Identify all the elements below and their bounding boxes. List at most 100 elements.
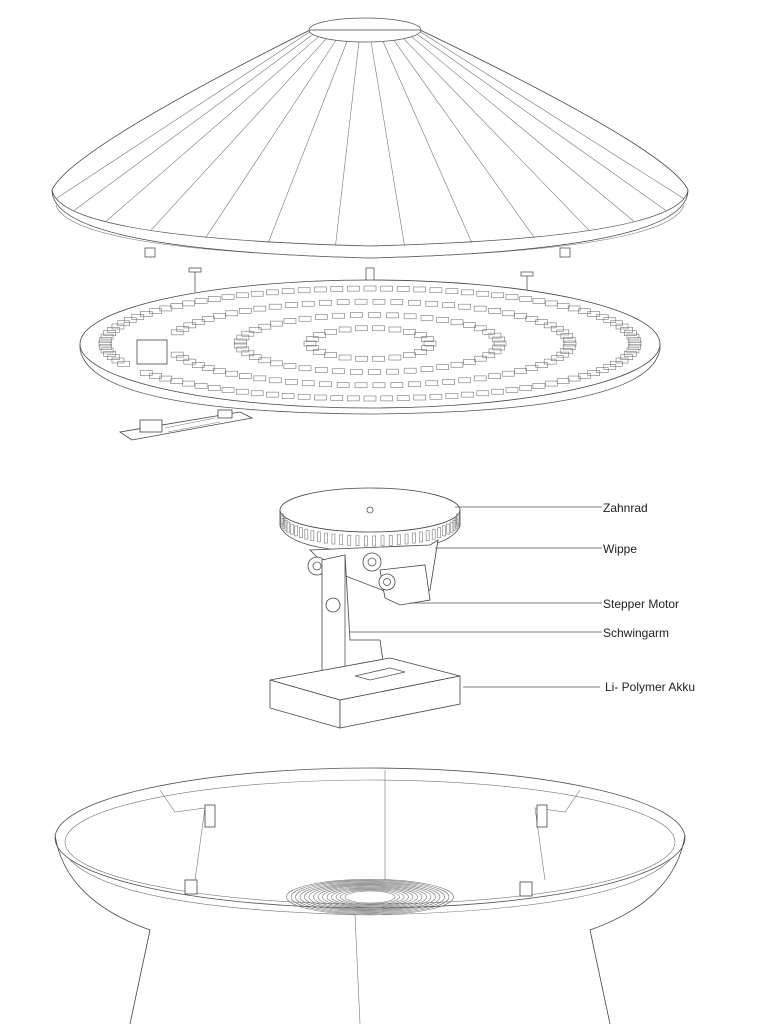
- gear-tooth: [446, 523, 451, 535]
- led-component: [403, 313, 417, 320]
- led-component: [615, 357, 629, 364]
- led-component: [420, 314, 434, 321]
- gear-tooth: [317, 531, 321, 543]
- shade-rib: [393, 40, 535, 239]
- led-component: [491, 292, 504, 299]
- led-component: [587, 370, 601, 376]
- led-component: [330, 286, 344, 292]
- led-component: [535, 319, 548, 325]
- led-component: [253, 305, 267, 312]
- gear-tooth: [431, 528, 436, 540]
- led-component: [368, 369, 381, 375]
- led-component: [624, 351, 637, 357]
- led-component: [442, 302, 455, 308]
- led-component: [425, 300, 439, 307]
- led-component: [268, 303, 282, 310]
- leader-lines: [350, 506, 602, 688]
- led-component: [266, 391, 279, 398]
- led-component: [450, 361, 464, 368]
- led-component: [403, 367, 417, 374]
- led-component: [111, 357, 125, 364]
- led-component: [298, 365, 312, 372]
- led-component: [610, 320, 623, 327]
- gear-tooth: [404, 533, 409, 545]
- led-component: [463, 322, 476, 328]
- led-component: [463, 359, 476, 365]
- led-component: [250, 290, 264, 297]
- led-component: [350, 312, 363, 318]
- led-component: [488, 332, 502, 339]
- led-component: [578, 308, 591, 314]
- led-component: [207, 385, 221, 391]
- led-component: [194, 383, 208, 389]
- led-component: [488, 308, 501, 314]
- shade-rib: [420, 31, 685, 200]
- led-component: [297, 287, 311, 294]
- led-component: [560, 348, 574, 354]
- led-component: [626, 347, 640, 354]
- led-component: [298, 315, 312, 322]
- led-component: [543, 322, 557, 329]
- led-component: [505, 387, 519, 393]
- led-component: [562, 336, 576, 343]
- led-component: [103, 351, 116, 357]
- induction-coil-ring: [304, 882, 436, 912]
- led-component: [139, 370, 153, 376]
- led-component: [139, 311, 153, 317]
- gear-tooth: [339, 534, 344, 546]
- led-component: [306, 345, 319, 351]
- led-component: [170, 351, 184, 358]
- label-schwingarm: Schwingarm: [603, 626, 670, 640]
- led-component: [315, 314, 328, 320]
- gear-tooth: [388, 535, 393, 546]
- led-component: [628, 340, 642, 347]
- gear-tooth: [456, 513, 460, 525]
- led-component: [301, 380, 315, 387]
- induction-coil-ring: [313, 884, 427, 910]
- gear-tooth: [364, 535, 368, 547]
- led-component: [624, 330, 637, 336]
- led-component: [170, 329, 184, 336]
- led-component: [324, 352, 338, 358]
- led-component: [545, 380, 558, 387]
- led-component: [525, 365, 539, 371]
- shade-rib: [335, 41, 360, 246]
- led-component: [556, 329, 570, 336]
- led-component: [388, 354, 402, 361]
- led-component: [355, 325, 368, 332]
- led-component: [314, 286, 327, 293]
- gear-tooth: [396, 534, 401, 546]
- led-component: [303, 340, 317, 347]
- led-component: [380, 285, 393, 292]
- led-component: [620, 354, 633, 360]
- led-component: [221, 294, 235, 300]
- led-component: [201, 316, 215, 322]
- led-component: [436, 364, 449, 371]
- led-component: [241, 350, 255, 357]
- led-component: [514, 313, 527, 319]
- led-component: [283, 363, 297, 369]
- label-zahnrad: Zahnrad: [603, 501, 648, 515]
- induction-coil-ring: [322, 886, 418, 908]
- led-component: [519, 296, 533, 302]
- led-component: [550, 355, 564, 361]
- led-component: [192, 319, 205, 325]
- led-component: [442, 379, 455, 385]
- led-component: [436, 316, 449, 323]
- led-component: [450, 319, 464, 326]
- tilt-mechanism: [269, 487, 461, 729]
- shade-rib: [150, 38, 327, 231]
- led-component: [532, 383, 546, 389]
- led-component: [131, 314, 145, 320]
- led-component: [319, 381, 332, 388]
- led-component: [176, 355, 190, 361]
- led-component: [388, 326, 402, 333]
- led-component: [610, 360, 623, 367]
- led-component: [550, 326, 564, 332]
- led-component: [476, 290, 490, 297]
- led-component: [117, 360, 130, 367]
- led-component: [560, 333, 574, 339]
- led-component: [429, 287, 443, 294]
- led-component: [332, 368, 345, 375]
- shade-rib: [403, 38, 590, 231]
